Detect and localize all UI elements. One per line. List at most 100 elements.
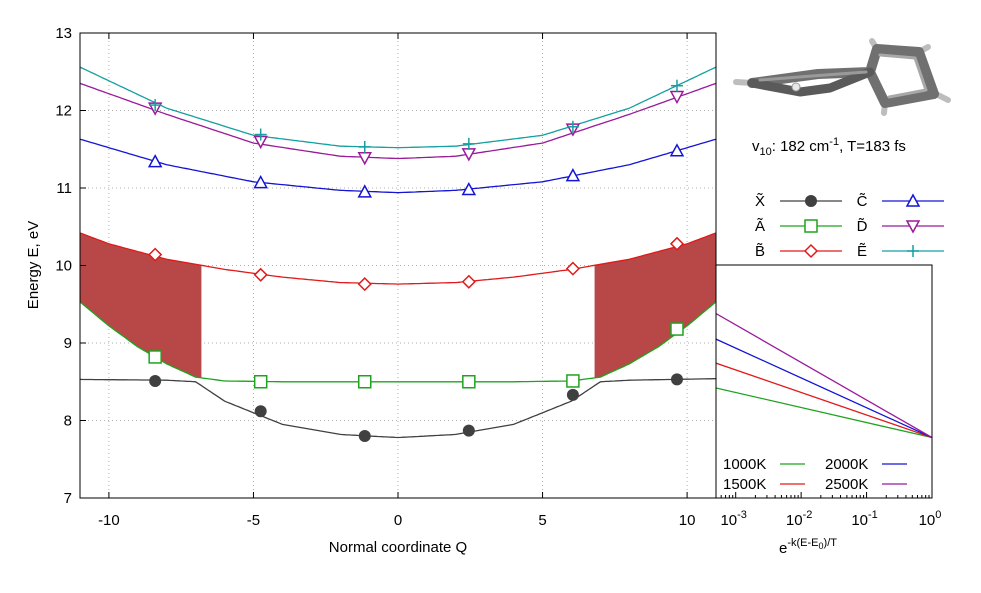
marker-shape xyxy=(804,219,818,233)
inset-x-tick-label: 10-2 xyxy=(786,509,812,529)
x-tick-label: 10 xyxy=(679,512,696,529)
marker-shape xyxy=(669,143,685,157)
data-point-3-0 xyxy=(147,154,163,168)
legend-marker xyxy=(907,245,919,257)
inset-legend-label: 1000K xyxy=(723,456,766,473)
data-point-2-3 xyxy=(461,274,476,289)
shaded-region xyxy=(594,232,716,378)
data-point-3-1 xyxy=(253,175,268,189)
marker-shape xyxy=(461,181,477,196)
main-y-axis-label: Energy E, eV xyxy=(25,221,42,309)
legend-label: C̃ xyxy=(857,193,868,210)
main-legend: X̃ Ã B̃ C̃ D̃ Ẽ xyxy=(755,193,944,260)
marker-shape xyxy=(462,424,475,437)
main-curves xyxy=(80,66,716,439)
marker-shape xyxy=(148,350,162,364)
marker-shape xyxy=(566,388,579,401)
legend-marker xyxy=(905,193,921,207)
series-line-5 xyxy=(80,66,716,149)
y-tick-label: 9 xyxy=(64,335,72,352)
marker-shape xyxy=(905,193,921,207)
shaded-regions xyxy=(80,232,716,378)
legend-label: B̃ xyxy=(755,243,765,260)
marker-shape xyxy=(565,261,580,276)
main-markers xyxy=(147,79,685,442)
inset-background xyxy=(716,265,932,498)
legend-label: D̃ xyxy=(857,218,868,235)
inset-legend-label: 2000K xyxy=(825,456,868,473)
y-tick-label: 13 xyxy=(55,25,72,42)
marker-shape xyxy=(461,274,476,289)
data-point-5-1 xyxy=(254,128,267,141)
tick-exponent: -3 xyxy=(737,509,747,521)
marker-shape xyxy=(358,430,371,442)
inset-frame xyxy=(715,264,933,499)
data-point-2-2 xyxy=(357,277,372,292)
data-point-0-2 xyxy=(358,430,371,442)
data-point-1-3 xyxy=(462,375,476,389)
data-point-1-5 xyxy=(670,322,684,336)
series-line-3 xyxy=(80,138,716,194)
legend-marker xyxy=(905,220,921,234)
marker-shape xyxy=(253,175,268,189)
inset-series-line-0 xyxy=(716,387,932,439)
inset-x-tick-label: 100 xyxy=(919,509,942,529)
marker-shape xyxy=(149,374,162,387)
marker-shape xyxy=(462,375,476,389)
main-x-axis-label: Normal coordinate Q xyxy=(329,539,467,556)
shaded-region xyxy=(80,232,202,378)
data-point-3-3 xyxy=(461,181,477,196)
marker-shape xyxy=(253,267,268,282)
legend-marker xyxy=(803,243,819,259)
data-point-4-5 xyxy=(669,90,685,105)
marker-shape xyxy=(253,375,268,389)
marker-shape xyxy=(905,220,921,234)
legend-marker xyxy=(804,219,818,233)
y-tick-label: 8 xyxy=(64,413,72,430)
data-point-0-3 xyxy=(462,424,475,437)
marker-shape xyxy=(805,195,817,207)
inset-series-line-2 xyxy=(716,338,932,439)
series-line-0 xyxy=(80,378,716,439)
x-tick-label: 5 xyxy=(538,512,546,529)
legend-label: Ẽ xyxy=(857,243,867,260)
marker-shape xyxy=(670,373,683,386)
legend-label: X̃ xyxy=(755,193,765,210)
legend-label: Ã xyxy=(755,218,765,235)
y-tick-label: 12 xyxy=(55,103,72,120)
marker-shape xyxy=(803,243,819,259)
molecule-picture xyxy=(733,38,951,116)
marker-shape xyxy=(148,247,163,262)
series-line-1 xyxy=(80,301,716,383)
inset-legend-label: 2500K xyxy=(825,476,868,493)
data-point-0-5 xyxy=(670,373,683,386)
data-point-3-5 xyxy=(669,143,685,157)
annotation-text: v10: 182 cm-1, T=183 fs xyxy=(752,136,906,158)
data-point-3-4 xyxy=(565,168,581,182)
data-point-5-2 xyxy=(358,140,371,153)
data-point-2-0 xyxy=(148,247,163,262)
marker-shape xyxy=(357,152,373,166)
data-point-5-3 xyxy=(462,137,475,150)
marker-shape xyxy=(357,184,373,198)
tick-base: 10 xyxy=(851,512,868,529)
y-tick-label: 7 xyxy=(64,490,72,507)
tick-base: 10 xyxy=(919,512,936,529)
data-point-3-2 xyxy=(357,184,373,198)
marker-shape xyxy=(358,375,372,389)
legend-marker xyxy=(805,195,817,207)
inset-x-axis-label: e-k(E-E0)/T xyxy=(779,537,837,557)
data-point-0-4 xyxy=(566,388,579,401)
x-tick-label: -10 xyxy=(98,512,120,529)
marker-shape xyxy=(357,277,372,292)
tick-exponent: 0 xyxy=(935,509,941,521)
data-point-5-4 xyxy=(566,120,579,133)
series-line-4 xyxy=(80,82,716,160)
data-point-5-0 xyxy=(149,99,162,112)
inset-series-line-1 xyxy=(716,362,932,439)
marker-shape xyxy=(147,154,163,168)
